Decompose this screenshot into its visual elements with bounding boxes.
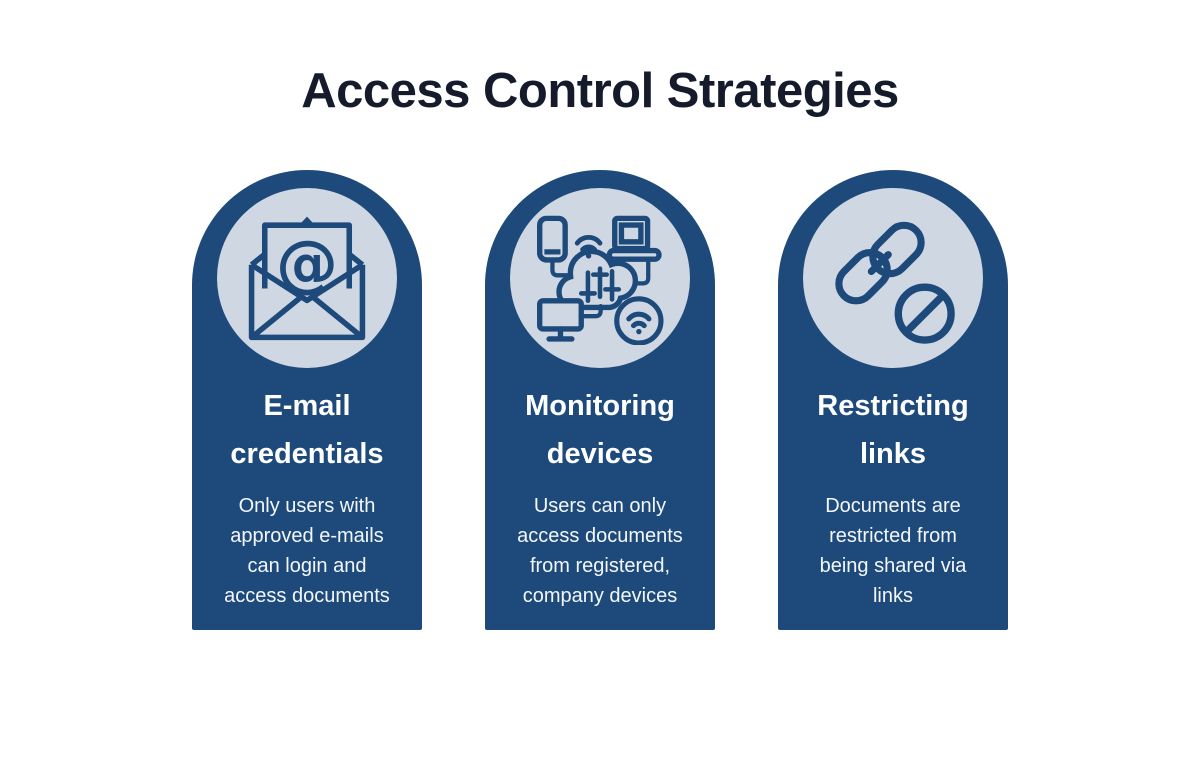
card-description: Only users with approved e-mails can log… bbox=[224, 495, 390, 607]
infographic: Access Control Strategies bbox=[0, 62, 1200, 762]
icon-circle bbox=[510, 188, 690, 368]
icon-circle bbox=[803, 188, 983, 368]
open-envelope-at-icon: @ bbox=[248, 216, 366, 341]
devices-cloud-monitoring-icon bbox=[537, 215, 664, 345]
card-email-credentials: @ E-mail credentials Only users with app… bbox=[192, 170, 422, 630]
restricted-link-icon bbox=[835, 221, 955, 344]
card-description: Users can only access documents from reg… bbox=[517, 495, 683, 607]
at-symbol: @ bbox=[276, 227, 338, 300]
card-monitoring-devices: Monitoring devices Users can only access… bbox=[485, 170, 715, 630]
card-heading: Restricting links bbox=[817, 390, 969, 470]
icon-circle: @ bbox=[217, 188, 397, 368]
card-description: Documents are restricted from being shar… bbox=[819, 495, 967, 607]
card-heading: Monitoring devices bbox=[525, 390, 675, 470]
cards-row: @ E-mail credentials Only users with app… bbox=[0, 170, 1200, 630]
page-title: Access Control Strategies bbox=[301, 64, 899, 118]
card-restricting-links: Restricting links Documents are restrict… bbox=[778, 170, 1008, 630]
card-heading: E-mail credentials bbox=[230, 390, 384, 470]
